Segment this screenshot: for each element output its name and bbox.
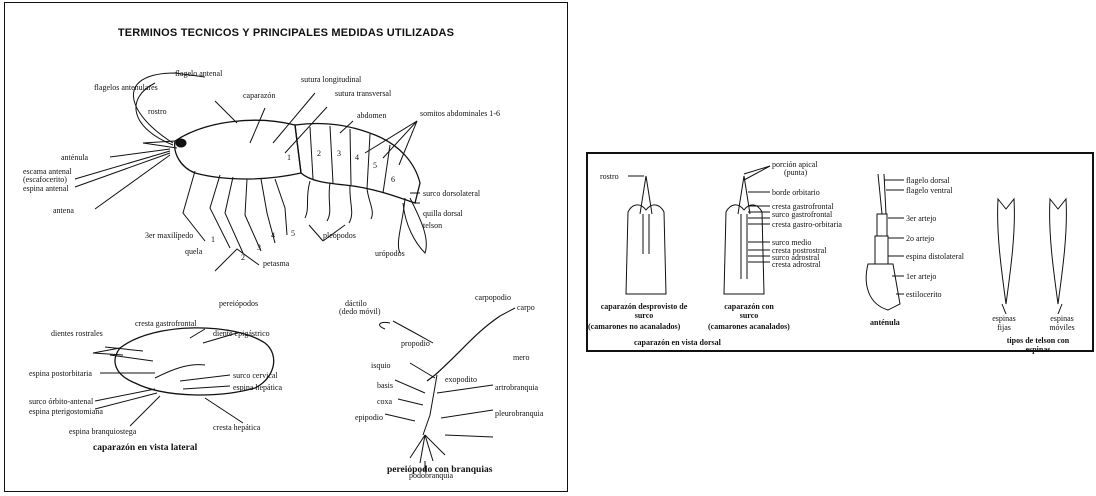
- seg-number-2: 2: [317, 149, 321, 158]
- seg-number-6: 6: [391, 175, 395, 184]
- label-coxa: coxa: [377, 397, 392, 406]
- leg-number-5: 5: [291, 229, 295, 238]
- label-cap-con-surco-sub: (camarones acanalados): [708, 322, 790, 331]
- caption-caparazon-lateral: caparazón en vista lateral: [93, 443, 197, 454]
- label-abdomen: abdomen: [357, 111, 386, 120]
- label-sutura-longitudinal: sutura longitudinal: [301, 75, 361, 84]
- label-espina-distolateral: espina distolateral: [906, 252, 964, 261]
- label-cap-sin-surco-sub: (camarones no acanalados): [588, 322, 680, 331]
- label-antena: antena: [53, 206, 74, 215]
- label-estilocerito: estilocerito: [906, 290, 942, 299]
- label-surco-dorsolateral: surco dorsolateral: [423, 189, 480, 198]
- leg-number-3: 3: [257, 243, 261, 252]
- label-surco-orbito: surco órbito-antenal: [29, 397, 93, 406]
- label-caparazon: caparazón: [243, 91, 275, 100]
- label-flagelo-dorsal: flagelo dorsal: [906, 176, 950, 185]
- caption-pereiopodo: pereiópodo con branquias: [387, 465, 492, 476]
- label-punta: (punta): [784, 168, 807, 177]
- seg-number-3: 3: [337, 149, 341, 158]
- label-somitos: somitos abdominales 1-6: [420, 109, 500, 118]
- left-diagram-panel: TERMINOS TECNICOS Y PRINCIPALES MEDIDAS …: [4, 2, 568, 492]
- label-flagelo-antenal: flagelo antenal: [175, 69, 222, 78]
- label-borde-orbitario: borde orbitario: [772, 188, 820, 197]
- leg-number-2: 2: [241, 253, 245, 262]
- label-isquio: isquio: [371, 361, 391, 370]
- label-espina-pterigostomiana: espina pterigostomiana: [29, 407, 103, 416]
- label-carpo: carpo: [517, 303, 535, 312]
- label-petasma: petasma: [263, 259, 289, 268]
- label-rostro: rostro: [148, 107, 167, 116]
- label-pereiopodos: pereiópodos: [219, 299, 258, 308]
- leg-number-4: 4: [271, 231, 275, 240]
- label-quela: quela: [185, 247, 202, 256]
- label-espina-branquiostega: espina branquiostega: [69, 427, 136, 436]
- label-rostro-dorsal: rostro: [600, 172, 619, 181]
- label-espina-postorbitaria: espina postorbitaria: [29, 369, 92, 378]
- label-cresta-hepatica: cresta hepática: [213, 423, 260, 432]
- label-diente-epigastrico: diente epigástrico: [213, 329, 270, 338]
- label-cresta-gastro-orbitaria: cresta gastro-orbitaria: [772, 220, 842, 229]
- leg-number-1: 1: [211, 235, 215, 244]
- label-escafocerito: (escafocerito): [23, 175, 67, 184]
- label-espina-antenal: espina antenal: [23, 184, 69, 193]
- label-exopodito: exopodito: [445, 375, 477, 384]
- label-espina-hepatica: espina hepática: [233, 383, 282, 392]
- label-pleurobranquia: pleurobranquia: [495, 409, 543, 418]
- label-cresta-adrostral: cresta adrostral: [772, 260, 821, 269]
- label-sutura-transversal: sutura transversal: [335, 89, 391, 98]
- label-dientes-rostrales: dientes rostrales: [51, 329, 103, 338]
- label-carpopodio: carpopodio: [475, 293, 511, 302]
- label-espinas-moviles: espinas móviles: [1044, 314, 1080, 332]
- label-quilla-dorsal: quilla dorsal: [423, 209, 463, 218]
- label-basis: basis: [377, 381, 393, 390]
- right-diagram-panel: rostro porción apical (punta) borde orbi…: [586, 152, 1094, 352]
- label-flagelo-ventral: flagelo ventral: [906, 186, 952, 195]
- label-surco-gastrofrontal: surco gastrofrontal: [772, 210, 832, 219]
- label-propodio: propodio: [401, 339, 430, 348]
- label-artejo3: 3er artejo: [906, 214, 936, 223]
- seg-number-5: 5: [373, 161, 377, 170]
- label-caparazon-dorsal: caparazón en vista dorsal: [634, 338, 721, 347]
- shrimp-drawing: [5, 3, 569, 493]
- label-maxilipedo: 3er maxilípedo: [145, 231, 193, 240]
- label-cresta-gastrofrontal-lat: cresta gastrofrontal: [135, 319, 197, 328]
- label-artrobranquia: artrobranquia: [495, 383, 538, 392]
- label-artejo1: 1er artejo: [906, 272, 936, 281]
- seg-number-1: 1: [287, 153, 291, 162]
- label-pleopodos: pleópodos: [323, 231, 356, 240]
- label-epipodio: epipodio: [355, 413, 383, 422]
- label-espinas-fijas: espinas fijas: [988, 314, 1020, 332]
- label-surco-cervical: surco cervical: [233, 371, 278, 380]
- label-antenula: anténula: [61, 153, 88, 162]
- label-artejo2: 2o artejo: [906, 234, 934, 243]
- label-uropodos: urópodos: [375, 249, 405, 258]
- label-dedo-movil: (dedo móvil): [339, 307, 381, 316]
- label-tipos-telson: tipos de telson con espinas: [996, 336, 1080, 354]
- label-telson: telson: [423, 221, 442, 230]
- label-cap-con-surco: caparazón con surco: [714, 302, 784, 320]
- label-mero: mero: [513, 353, 529, 362]
- label-flagelos-antenulares: flagelos antenulares: [94, 83, 158, 92]
- label-antenula-dorsal: anténula: [870, 318, 900, 327]
- label-cap-sin-surco: caparazón desprovisto de surco: [594, 302, 694, 320]
- seg-number-4: 4: [355, 153, 359, 162]
